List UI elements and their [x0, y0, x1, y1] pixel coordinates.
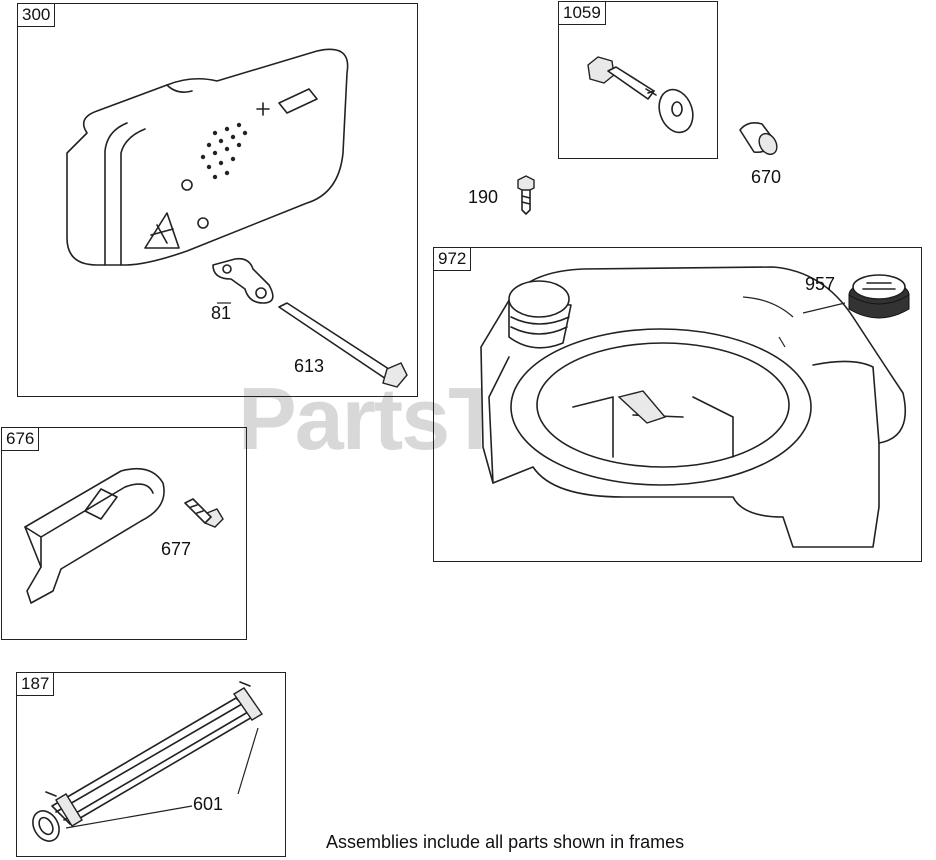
callout-613[interactable]: 613 — [294, 356, 325, 376]
screw-drawing[interactable] — [514, 174, 538, 216]
frame-tag-1059[interactable]: 1059 — [558, 1, 606, 25]
frame-tag-300[interactable]: 300 — [17, 3, 56, 27]
callout-601[interactable]: 601 — [193, 794, 224, 814]
frame-tag-676[interactable]: 676 — [1, 427, 40, 451]
frame-1059: 1059 — [558, 1, 718, 159]
bolt-washer-drawing[interactable] — [558, 1, 718, 159]
frame-tag-972[interactable]: 972 — [433, 247, 472, 271]
callout-957[interactable]: 957 — [805, 274, 836, 294]
frame-300: 300 — [17, 3, 418, 397]
callout-190[interactable]: 190 — [468, 187, 499, 207]
callout-677[interactable]: 677 — [161, 539, 192, 559]
blower-housing-drawing[interactable] — [433, 247, 921, 561]
frame-972: 972 — [433, 247, 922, 562]
footer-note: Assemblies include all parts shown in fr… — [326, 832, 685, 852]
muffler-drawing[interactable] — [17, 3, 417, 396]
air-guide-drawing[interactable] — [1, 427, 247, 639]
callout-670[interactable]: 670 — [751, 167, 782, 187]
frame-tag-187[interactable]: 187 — [16, 672, 55, 696]
tube-drawing[interactable] — [16, 672, 286, 856]
frame-676: 676 — [1, 427, 247, 640]
frame-187: 187 — [16, 672, 286, 857]
callout-81[interactable]: 81 — [211, 303, 232, 323]
spacer-drawing[interactable] — [734, 118, 784, 162]
